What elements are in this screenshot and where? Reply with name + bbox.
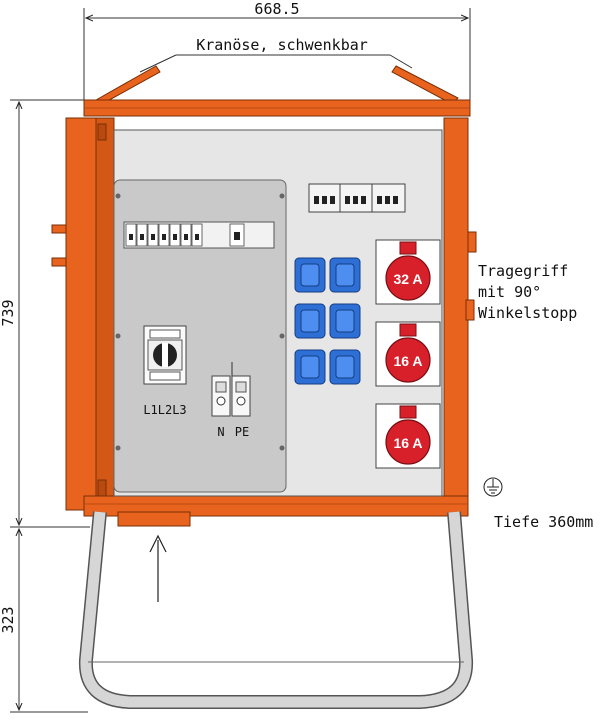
handle-label-line3: Winkelstopp [478, 304, 577, 322]
crane-eye-right [391, 65, 459, 105]
cabinet-housing [51, 99, 471, 517]
cee-rating-label: 16 A [393, 353, 422, 369]
handle-callout: Tragegriff mit 90° Winkelstopp [478, 262, 577, 322]
schuko-socket [329, 257, 361, 293]
width-label: 668.5 [254, 0, 299, 18]
cee-rating-label: 16 A [393, 435, 422, 451]
schuko-socket [294, 303, 326, 339]
arrow-up-icon [149, 534, 167, 602]
stand-height-dimension: 323 [0, 529, 88, 713]
neutral-earth-terminals: N PE [211, 362, 251, 439]
width-dimension: 668.5 [83, 0, 471, 104]
cee-socket-16a: 16 A [375, 403, 441, 469]
circuit-breaker-row [123, 221, 275, 249]
stand-height-label: 323 [0, 606, 17, 633]
terminal-n-label: N [217, 425, 224, 439]
crane-eye-callout: Kranöse, schwenkbar [139, 36, 413, 73]
side-handle [465, 231, 477, 321]
handle-label-line2: mit 90° [478, 283, 541, 301]
terminal-pe-label: PE [235, 425, 249, 439]
crane-eye-label: Kranöse, schwenkbar [196, 36, 368, 54]
cee-rating-label: 32 A [393, 271, 422, 287]
main-switch: L1L2L3 [143, 325, 187, 417]
cee-socket-16a: 16 A [375, 321, 441, 387]
rcd-breaker-block [308, 183, 406, 213]
cabinet-height-dimension: 739 [0, 99, 90, 528]
handle-label-line1: Tragegriff [478, 262, 568, 280]
schuko-socket-grid [294, 257, 361, 385]
schuko-socket [329, 349, 361, 385]
schuko-socket [294, 257, 326, 293]
schuko-socket [294, 349, 326, 385]
depth-label: Tiefe 360mm [494, 513, 593, 531]
ground-symbol-icon [483, 477, 503, 497]
crane-eye-left [95, 65, 161, 105]
main-switch-phase-label: L1L2L3 [143, 403, 186, 417]
schuko-socket [329, 303, 361, 339]
cabinet-height-label: 739 [0, 299, 17, 326]
cabinet-stand [78, 511, 474, 709]
cee-socket-32a: 32 A [375, 239, 441, 305]
